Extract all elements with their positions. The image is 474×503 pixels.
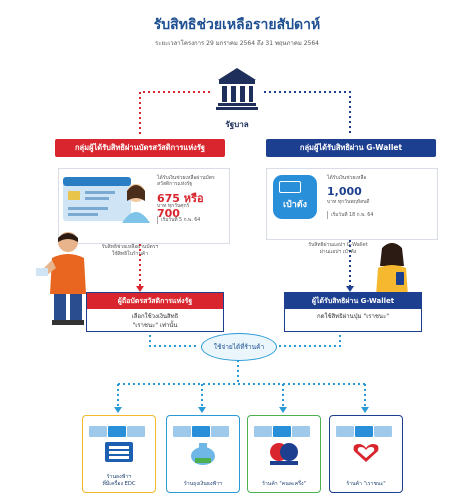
shop-card-edc: ร้านธงฟ้าฯ ที่มีเครื่อง EDC	[82, 415, 156, 493]
shop-money-bag-card-icons	[173, 422, 233, 437]
right-amount: 1,000	[327, 185, 362, 198]
right-transfer-note-1: รับสิทธิผ่านแอปฯ G-Wallet	[308, 242, 368, 248]
g-wallet-holder-box: ผู้ได้รับสิทธิผ่าน G-Wallet กดใช้สิทธิผ่…	[284, 292, 422, 332]
blue-flag-shop-logo	[105, 442, 133, 462]
person-right-icon	[376, 243, 408, 316]
right-group-header: กลุ่มผู้ได้รับสิทธิผ่าน G-Wallet	[266, 139, 436, 157]
government-building-icon	[216, 68, 258, 110]
shop-rao-chana-label-line-1: ร้านค้า "เราชนะ"	[346, 481, 386, 487]
rao-chana-heart-logo	[353, 444, 379, 462]
g-wallet-holder-header: ผู้ได้รับสิทธิผ่าน G-Wallet	[285, 293, 421, 309]
right-amount-unit: บาท ทุกวันพฤหัสบดี	[327, 199, 370, 205]
shop-card-rao-chana: ร้านค้า "เราชนะ"	[329, 415, 403, 493]
shop-half-half-label: ร้านค้า "คนละครึ่ง"	[248, 481, 320, 488]
shop-half-half-card-icons	[254, 422, 314, 437]
welfare-card-holder-box: ผู้ถือบัตรสวัสดิการแห่งรัฐ เลือกใช้วงเงิ…	[86, 292, 224, 332]
left-benefit-card: ได้รับเงินช่วยเหลือผ่านบัตรสวัสดิการแห่ง…	[58, 168, 230, 244]
spend-at-shops-oval: ใช้จ่ายได้ที่ร้านค้า	[201, 333, 277, 361]
right-benefit-card: เป๋าตัง ได้รับเงินช่วยเหลือ 1,000 บาท ทุ…	[266, 168, 438, 240]
shop-edc-card-icons	[89, 422, 149, 437]
welfare-card-holder-body: เลือกใช้วงเงินสิทธิ "เราชนะ" เท่านั้น	[87, 309, 223, 330]
left-group-header: กลุ่มผู้ได้รับสิทธิผ่านบัตรสวัสดิการแห่ง…	[55, 139, 225, 157]
g-wallet-holder-line-1: กดใช้สิทธิผ่านปุ่ม "เราชนะ"	[316, 313, 390, 320]
shop-edc-label: ร้านธงฟ้าฯ ที่มีเครื่อง EDC	[83, 474, 155, 488]
right-card-note: ได้รับเงินช่วยเหลือ	[327, 175, 367, 181]
left-amount: 675 หรือ 700	[157, 192, 204, 220]
shop-card-half-half: ร้านค้า "คนละครึ่ง"	[247, 415, 321, 493]
right-transfer-note-2: ผ่านแอปฯ เป๋าตัง	[319, 249, 357, 255]
shop-rao-chana-label: ร้านค้า "เราชนะ"	[330, 481, 402, 488]
pao-tang-app-icon: เป๋าตัง	[273, 175, 317, 219]
shop-money-bag-label-line-1: ร้านถุงเงินธงฟ้าฯ	[184, 481, 222, 487]
shop-edc-label-line-2: ที่มีเครื่อง EDC	[102, 481, 136, 487]
government-label: รัฐบาล	[225, 120, 249, 129]
left-transfer-note-1: รับสิทธิช่วยเหลือผ่านบัตรฯ	[101, 244, 159, 250]
g-wallet-holder-body: กดใช้สิทธิผ่านปุ่ม "เราชนะ"	[285, 309, 421, 321]
page-subtitle: ระยะเวลาโครงการ 29 มกราคม 2564 ถึง 31 พฤ…	[155, 40, 319, 47]
shop-edc-label-line-1: ร้านธงฟ้าฯ	[106, 474, 132, 480]
person-left-icon	[36, 232, 86, 325]
left-amount-unit: บาท ทุกวันศุกร์	[157, 203, 190, 209]
welfare-card-icon	[63, 177, 131, 221]
welfare-card-holder-header: ผู้ถือบัตรสวัสดิการแห่งรัฐ	[87, 293, 223, 309]
shop-half-half-label-line-1: ร้านค้า "คนละครึ่ง"	[262, 481, 306, 487]
money-bag-shop-icon	[191, 443, 215, 465]
pao-tang-app-label: เป๋าตัง	[282, 200, 308, 210]
shop-card-money-bag: ร้านถุงเงินธงฟ้าฯ	[166, 415, 240, 493]
welfare-card-holder-line-1: เลือกใช้วงเงินสิทธิ	[131, 313, 179, 320]
card-holder-icon	[122, 184, 150, 223]
right-start-note: เริ่มวันที่ 18 ก.พ. 64	[327, 211, 373, 219]
shop-rao-chana-card-icons	[336, 422, 396, 437]
left-transfer-note-2: ใช้สิทธิในร้านค้า	[111, 251, 149, 257]
welfare-card-holder-line-2: "เราชนะ" เท่านั้น	[132, 322, 178, 329]
page-title: รับสิทธิช่วยเหลือรายสัปดาห์	[153, 17, 321, 33]
shop-money-bag-label: ร้านถุงเงินธงฟ้าฯ	[167, 481, 239, 488]
left-start-note: เริ่มวันที่ 5 ก.พ. 64	[157, 216, 200, 224]
half-half-logo	[270, 443, 298, 465]
left-card-note: ได้รับเงินช่วยเหลือผ่านบัตรสวัสดิการแห่ง…	[157, 175, 215, 187]
